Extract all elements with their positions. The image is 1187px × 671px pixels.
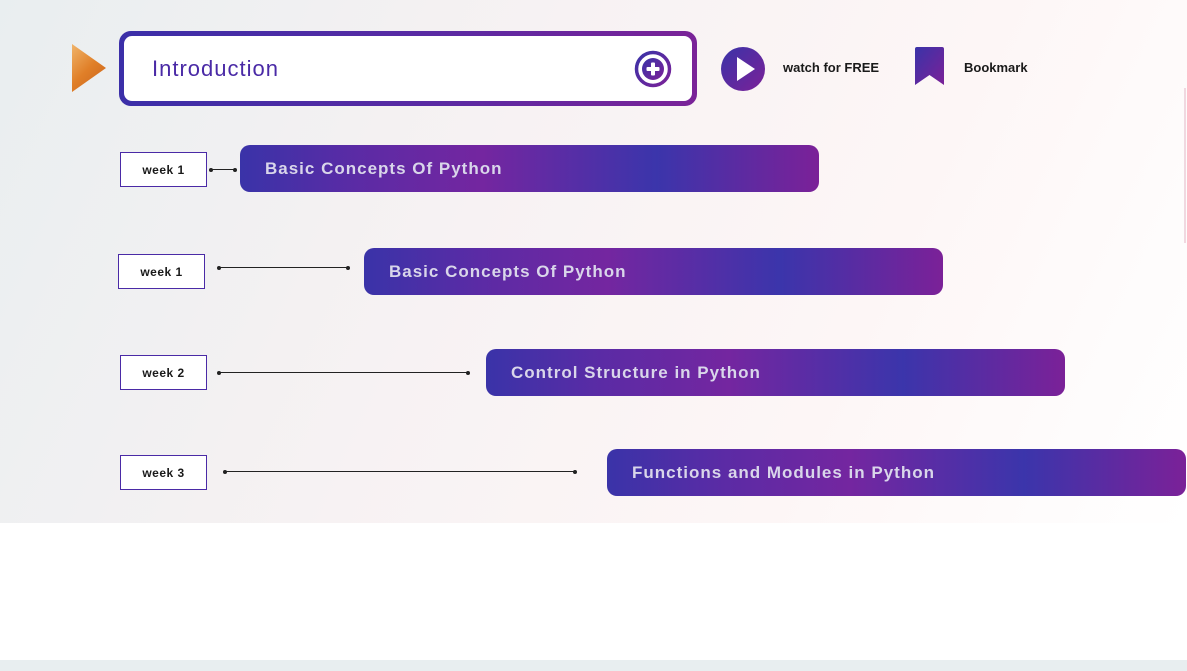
play-circle-icon[interactable]	[720, 46, 766, 92]
topic-bar[interactable]: Basic Concepts Of Python	[364, 248, 943, 295]
timeline-connector	[209, 167, 237, 172]
week-label: week 2	[120, 355, 207, 390]
intro-header-box: Introduction	[119, 31, 697, 106]
timeline-connector	[223, 469, 577, 474]
timeline-connector	[217, 265, 350, 270]
week-label: week 3	[120, 455, 207, 490]
right-edge-accent	[1184, 88, 1186, 243]
bookmark-link[interactable]: Bookmark	[964, 60, 1028, 75]
watch-for-free-link[interactable]: watch for FREE	[783, 60, 880, 75]
bookmark-icon[interactable]	[915, 47, 944, 85]
topic-bar[interactable]: Basic Concepts Of Python	[240, 145, 819, 192]
intro-header-inner: Introduction	[124, 36, 692, 101]
page-title: Introduction	[152, 56, 279, 81]
topic-bar[interactable]: Functions and Modules in Python	[607, 449, 1186, 496]
week-label: week 1	[118, 254, 205, 289]
topic-bar[interactable]: Control Structure in Python	[486, 349, 1065, 396]
plus-circle-icon[interactable]	[634, 50, 672, 88]
week-label: week 1	[120, 152, 207, 187]
bottom-strip	[0, 660, 1187, 671]
timeline-connector	[217, 370, 470, 375]
